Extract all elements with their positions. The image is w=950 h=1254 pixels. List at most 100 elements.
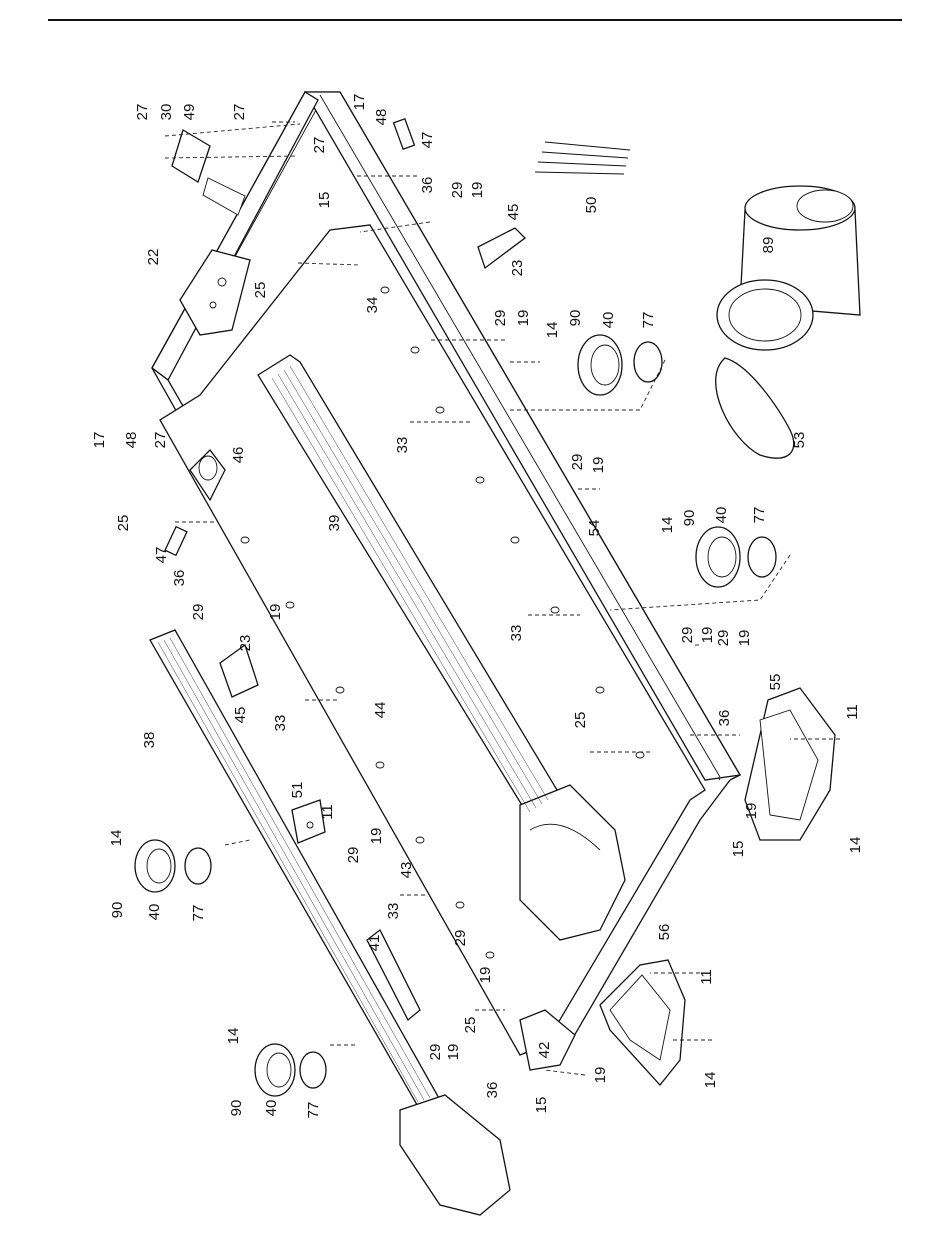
part-callout-33: 33 [508, 625, 525, 642]
wheel-40-top [578, 335, 622, 395]
part-callout-19: 19 [368, 828, 385, 845]
part-callout-56: 56 [656, 924, 673, 941]
part-callout-14: 14 [847, 837, 864, 854]
part-callout-36: 36 [171, 570, 188, 587]
part-callout-48: 48 [123, 432, 140, 449]
part-callout-29: 29 [569, 454, 586, 471]
part-callout-14: 14 [659, 517, 676, 534]
part-callout-33: 33 [272, 715, 289, 732]
part-callout-15: 15 [730, 841, 747, 858]
part-callout-36: 36 [716, 710, 733, 727]
part-callout-40: 40 [263, 1100, 280, 1117]
part-callout-90: 90 [109, 902, 126, 919]
part-callout-77: 77 [190, 905, 207, 922]
part-callout-29: 29 [715, 630, 732, 647]
part-callout-51: 51 [289, 782, 306, 799]
part-callout-27: 27 [134, 104, 151, 121]
part-callout-29: 29 [452, 930, 469, 947]
part-callout-47: 47 [419, 132, 436, 149]
part-callout-11: 11 [844, 704, 861, 720]
part-callout-45: 45 [232, 707, 249, 724]
part-callout-41: 41 [366, 935, 383, 952]
part-callout-34: 34 [364, 297, 381, 314]
part-callout-17: 17 [351, 94, 368, 111]
part-callout-29: 29 [345, 847, 362, 864]
part-callout-33: 33 [394, 437, 411, 454]
wheel-40-bottom [255, 1044, 295, 1096]
wheel-40-left [135, 840, 175, 892]
bracket-45-left [220, 645, 258, 697]
part-callout-40: 40 [713, 507, 730, 524]
cap-77-left [185, 848, 211, 884]
part-callout-55: 55 [767, 674, 784, 691]
part-callout-53: 53 [791, 432, 808, 449]
part-callout-25: 25 [115, 515, 132, 532]
part-callout-50: 50 [583, 197, 600, 214]
part-callout-29: 29 [190, 604, 207, 621]
hood-56 [600, 960, 685, 1085]
part-callout-19: 19 [743, 803, 760, 820]
part-callout-45: 45 [505, 204, 522, 221]
part-callout-29: 29 [679, 627, 696, 644]
wheel-40-mid [696, 527, 740, 587]
part-callout-19: 19 [445, 1044, 462, 1061]
part-callout-47: 47 [153, 547, 170, 564]
part-callout-77: 77 [305, 1102, 322, 1119]
part-callout-25: 25 [462, 1017, 479, 1034]
part-callout-19: 19 [515, 310, 532, 327]
part-callout-15: 15 [316, 192, 333, 209]
part-callout-19: 19 [699, 627, 716, 644]
cap-77-bottom [300, 1052, 326, 1088]
part-callout-11: 11 [319, 804, 336, 820]
part-callout-38: 38 [141, 732, 158, 749]
bracket-42 [520, 1010, 575, 1070]
part-callout-40: 40 [600, 312, 617, 329]
part-callout-19: 19 [267, 604, 284, 621]
part-callout-23: 23 [509, 260, 526, 277]
part-callout-25: 25 [252, 282, 269, 299]
motor-89 [717, 186, 860, 350]
part-callout-30: 30 [158, 104, 175, 121]
part-callout-49: 49 [181, 104, 198, 121]
part-callout-15: 15 [533, 1097, 550, 1114]
part-callout-46: 46 [230, 447, 247, 464]
part-callout-14: 14 [702, 1072, 719, 1089]
tube-47-top [394, 119, 415, 149]
part-callout-77: 77 [640, 312, 657, 329]
part-callout-54: 54 [586, 520, 603, 537]
part-callout-19: 19 [590, 457, 607, 474]
part-callout-19: 19 [736, 630, 753, 647]
part-callout-17: 17 [91, 432, 108, 449]
part-callout-27: 27 [311, 137, 328, 154]
part-callout-33: 33 [385, 903, 402, 920]
part-callout-90: 90 [681, 510, 698, 527]
part-callout-22: 22 [145, 249, 162, 266]
part-callout-42: 42 [536, 1042, 553, 1059]
ties-50 [535, 142, 630, 174]
part-callout-14: 14 [544, 322, 561, 339]
part-callout-14: 14 [108, 830, 125, 847]
part-callout-25: 25 [572, 712, 589, 729]
part-callout-19: 19 [592, 1067, 609, 1084]
bracket-49 [172, 130, 245, 215]
part-callout-29: 29 [427, 1044, 444, 1061]
part-callout-39: 39 [326, 515, 343, 532]
part-callout-11: 11 [698, 969, 715, 985]
part-callout-29: 29 [492, 310, 509, 327]
part-callout-44: 44 [372, 702, 389, 719]
part-callout-40: 40 [146, 904, 163, 921]
belt-53 [716, 358, 794, 458]
part-callout-43: 43 [398, 862, 415, 879]
part-callout-77: 77 [751, 507, 768, 524]
cap-77-mid [748, 537, 776, 577]
part-callout-29: 29 [449, 182, 466, 199]
part-callout-90: 90 [228, 1100, 245, 1117]
cap-77-top [634, 342, 662, 382]
part-callout-23: 23 [237, 635, 254, 652]
part-callout-19: 19 [469, 182, 486, 199]
part-callout-36: 36 [484, 1082, 501, 1099]
part-callout-19: 19 [477, 967, 494, 984]
part-callout-27: 27 [231, 104, 248, 121]
